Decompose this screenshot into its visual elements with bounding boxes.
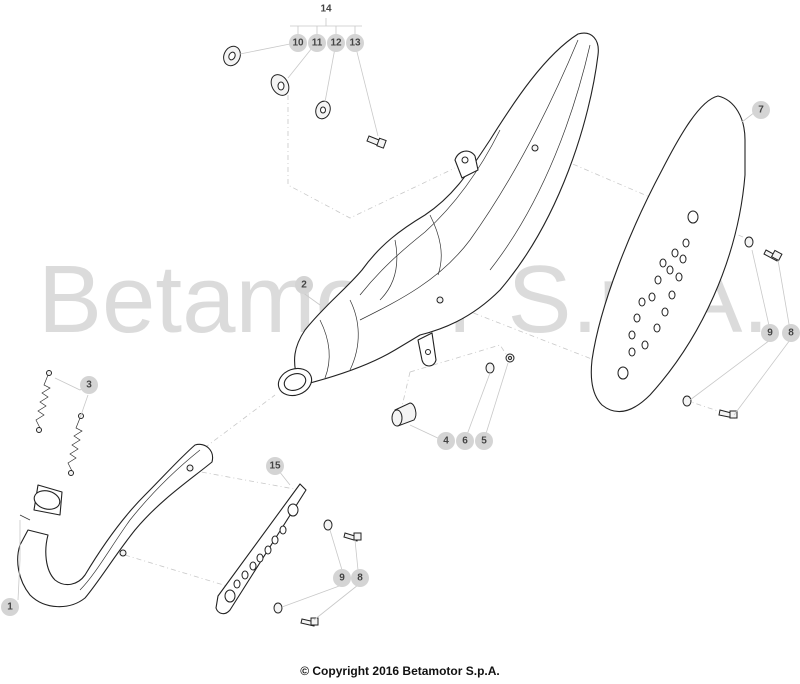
callout-10-label: 10 <box>292 38 304 49</box>
silencer-part-2 <box>277 32 599 397</box>
callout-6: 6 <box>456 432 474 450</box>
callout-11-label: 11 <box>312 38 323 49</box>
callout-10: 10 <box>289 34 307 52</box>
callout-3-label: 3 <box>86 380 92 391</box>
heat-shield-part-7 <box>590 95 746 413</box>
callout-4: 4 <box>437 432 455 450</box>
callout-badges: 14 10 11 12 13 7 2 3 <box>1 4 800 616</box>
callout-5-label: 5 <box>481 436 487 447</box>
callout-15: 15 <box>266 457 284 475</box>
callout-8-lower: 8 <box>351 569 369 587</box>
callout-8-right-label: 8 <box>788 328 794 339</box>
callout-4-label: 4 <box>443 436 449 447</box>
callout-9-lower-label: 9 <box>339 573 345 584</box>
callout-8-right: 8 <box>782 324 800 342</box>
callout-1-label: 1 <box>7 602 13 613</box>
callout-14-label: 14 <box>320 4 332 15</box>
callout-7: 7 <box>752 101 770 119</box>
callout-13-label: 13 <box>349 38 361 49</box>
callout-2: 2 <box>295 276 313 294</box>
callout-6-label: 6 <box>462 436 468 447</box>
callout-9-right: 9 <box>761 324 779 342</box>
callout-13: 13 <box>346 34 364 52</box>
callout-14: 14 <box>320 4 332 15</box>
callout-5: 5 <box>475 432 493 450</box>
copyright-notice: © Copyright 2016 Betamotor S.p.A. <box>300 664 500 678</box>
springs-part-3 <box>35 370 84 476</box>
header-guard-part-15 <box>215 483 307 615</box>
callout-12: 12 <box>327 34 345 52</box>
callout-9-lower: 9 <box>333 569 351 587</box>
callout-9-right-label: 9 <box>767 328 773 339</box>
callout-15-label: 15 <box>269 461 281 472</box>
header-pipe-part-1 <box>17 443 214 608</box>
callout-3: 3 <box>80 376 98 394</box>
callout-11: 11 <box>308 34 326 52</box>
callout-8-lower-label: 8 <box>357 573 363 584</box>
callout-1: 1 <box>1 598 19 616</box>
callout-leader-lines <box>17 18 791 621</box>
callout-12-label: 12 <box>330 38 342 49</box>
callout-2-label: 2 <box>301 280 307 291</box>
hardware-parts <box>223 45 783 627</box>
callout-7-label: 7 <box>758 105 764 116</box>
heat-shield-holes <box>617 210 699 380</box>
